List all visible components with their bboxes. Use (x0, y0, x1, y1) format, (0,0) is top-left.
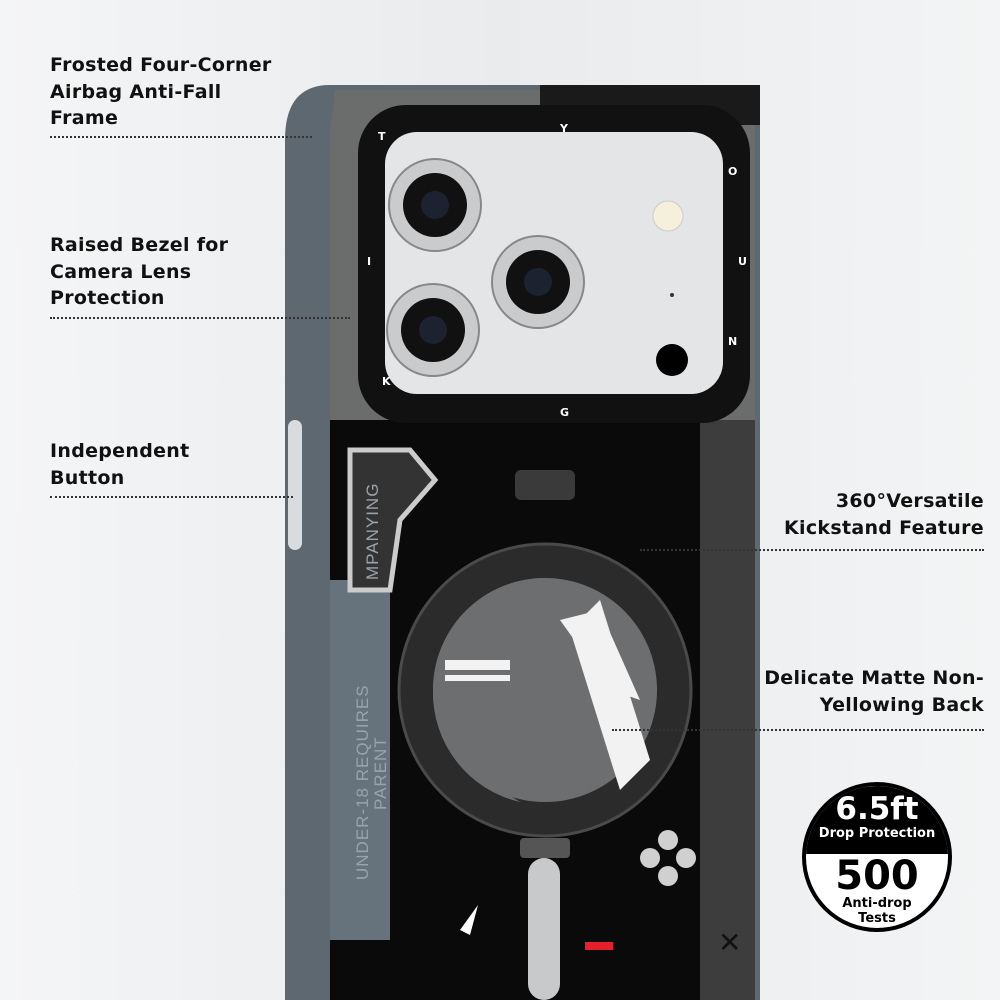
dotted-leader (50, 136, 312, 138)
bezel-letter: U (738, 255, 747, 268)
print-panel (347, 447, 439, 593)
bezel-letter: N (728, 335, 737, 348)
feature-line: Frame (50, 107, 119, 129)
feature-line: Button (50, 466, 125, 489)
bezel-letters: Y O U N G K I T (367, 122, 747, 419)
bezel-letter: T (378, 130, 386, 143)
feature-matte-back: Delicate Matte Non- Yellowing Back (764, 665, 984, 718)
flash (652, 200, 684, 232)
feature-line: Yellowing Back (819, 693, 984, 716)
kickstand-latch (520, 838, 570, 858)
button-dots (640, 830, 696, 886)
bezel-letter: G (560, 406, 569, 419)
bezel-letter: I (367, 255, 371, 268)
kickstand-hinge (515, 470, 575, 500)
feature-line: Airbag Anti-Fall (50, 80, 222, 103)
feature-line: Raised Bezel for (50, 234, 229, 256)
right-panel (700, 420, 755, 1000)
badge-bottom: 500 Anti-drop Tests (806, 854, 948, 926)
feature-line: Frosted Four-Corner (50, 54, 272, 76)
side-print-text: UNDER-18 REQUIRES (353, 684, 372, 880)
arrow-graphic (560, 600, 650, 790)
drop-protection-badge: 6.5ft Drop Protection 500 Anti-drop Test… (802, 782, 952, 932)
feature-line: Kickstand Feature (784, 516, 984, 539)
feature-line: Independent (50, 440, 190, 462)
side-print-text: PARENT (371, 736, 390, 810)
bezel-letter: K (382, 375, 391, 388)
drop-label: Drop Protection (818, 826, 936, 841)
tests-label: Anti-drop (842, 896, 912, 911)
panel-print-text: MPANYING (363, 483, 382, 580)
feature-line: Camera Lens (50, 260, 192, 283)
red-accent (585, 942, 613, 950)
side-button (288, 420, 302, 550)
feature-line: Delicate Matte Non- (764, 667, 984, 689)
camera-lens (386, 283, 480, 377)
dotted-leader (640, 549, 984, 551)
feature-airbag-frame: Frosted Four-Corner Airbag Anti-Fall Fra… (50, 52, 272, 132)
feature-line: Protection (50, 287, 165, 309)
camera-lens (388, 158, 482, 252)
dotted-leader (612, 729, 984, 731)
drop-height: 6.5ft (835, 791, 919, 827)
tests-count: 500 (835, 853, 919, 899)
camera-lens (491, 235, 585, 329)
dotted-leader (50, 496, 293, 498)
dotted-leader (50, 317, 350, 319)
feature-raised-bezel: Raised Bezel for Camera Lens Protection (50, 232, 228, 312)
x-mark-icon: ✕ (718, 926, 741, 959)
kickstand-tab (528, 858, 560, 1000)
feature-independent-button: Independent Button (50, 438, 190, 491)
side-print-panel (330, 580, 390, 940)
feature-line: 360°Versatile (835, 490, 984, 512)
lidar (656, 344, 688, 376)
microphone (670, 293, 674, 297)
feature-kickstand: 360°Versatile Kickstand Feature (784, 488, 984, 541)
bezel-letter: O (728, 165, 737, 178)
tests-label: Tests (858, 911, 896, 926)
bezel-letter: Y (559, 122, 569, 135)
